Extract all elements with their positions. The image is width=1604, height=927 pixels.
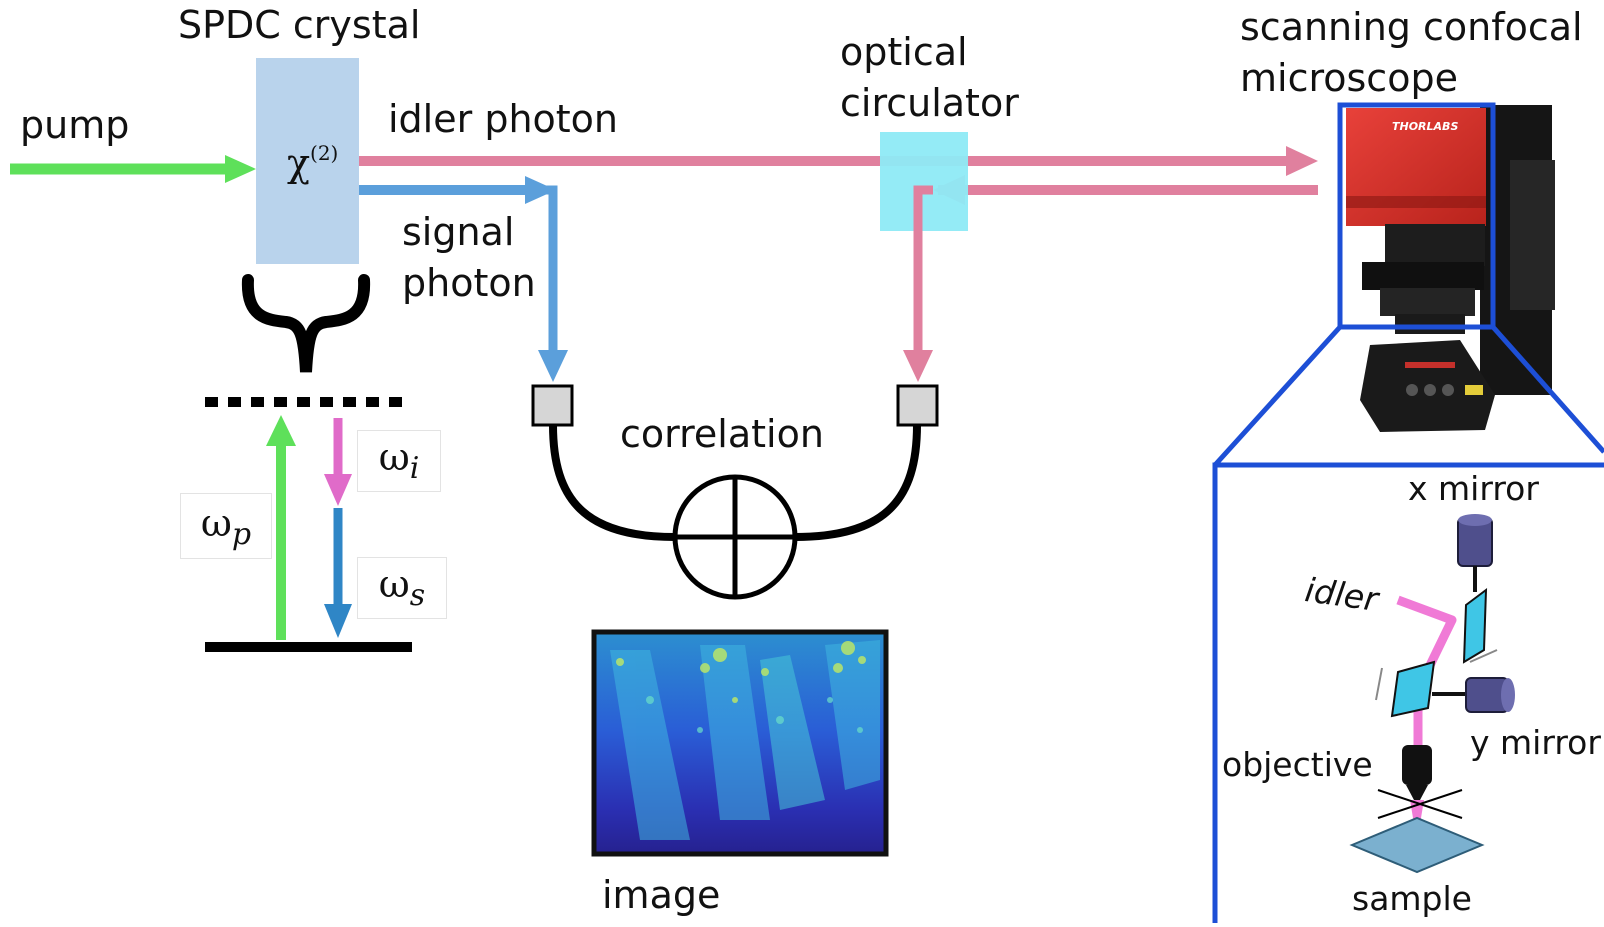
objective-label: objective xyxy=(1222,745,1373,784)
signal-cable xyxy=(549,424,676,541)
microscope-photo xyxy=(1346,105,1555,432)
correlation-label: correlation xyxy=(620,412,824,456)
optical-circulator-label-line1: optical xyxy=(840,30,968,74)
omega-s-label: ωs xyxy=(357,557,447,619)
pump-label: pump xyxy=(20,103,130,147)
idler-beam xyxy=(359,146,1318,176)
curly-brace xyxy=(241,274,371,373)
image-label: image xyxy=(602,873,721,917)
spdc-crystal xyxy=(256,58,359,264)
sample-label: sample xyxy=(1352,879,1472,918)
optical-circulator-label-line2: circulator xyxy=(840,81,1019,125)
idler-detector xyxy=(896,384,939,427)
omega-i-label: ωi xyxy=(357,430,441,492)
sample-plate xyxy=(1349,816,1485,874)
signal-photon-label-line2: photon xyxy=(402,261,536,305)
correlator-symbol xyxy=(672,474,798,600)
pump-transition-arrow xyxy=(266,415,296,640)
objective-lens xyxy=(1402,745,1432,785)
microscope-label-line2: microscope xyxy=(1240,56,1458,100)
thorlabs-logo: THORLABS xyxy=(1392,120,1459,133)
zoom-frame xyxy=(1212,102,1604,923)
inset-idler-beam xyxy=(1396,595,1457,748)
idler-transition-arrow xyxy=(324,418,352,506)
idler-return-beam xyxy=(933,175,1318,205)
idler-photon-label: idler photon xyxy=(388,97,619,141)
x-mirror-label: x mirror xyxy=(1408,469,1539,508)
signal-beam xyxy=(359,176,568,382)
inset-schematic xyxy=(1349,514,1515,874)
idler-label: idler xyxy=(1302,570,1381,619)
optical-circulator xyxy=(880,132,968,231)
idler-cable xyxy=(794,424,921,541)
spdc-crystal-label: SPDC crystal xyxy=(178,3,421,47)
signal-transition-arrow xyxy=(324,508,352,638)
chi2-symbol: χ(2) xyxy=(287,141,339,185)
y-mirror xyxy=(1390,660,1436,718)
x-mirror xyxy=(1462,587,1488,664)
circulator-output-beam xyxy=(903,185,933,382)
signal-photon-label-line1: signal xyxy=(402,210,515,254)
omega-p-label: ωp xyxy=(180,493,272,559)
signal-detector xyxy=(531,384,574,427)
y-mirror-label: y mirror xyxy=(1470,723,1601,762)
correlation-image xyxy=(591,629,889,857)
microscope-label-line1: scanning confocal xyxy=(1240,5,1583,49)
pump-beam xyxy=(10,155,256,183)
